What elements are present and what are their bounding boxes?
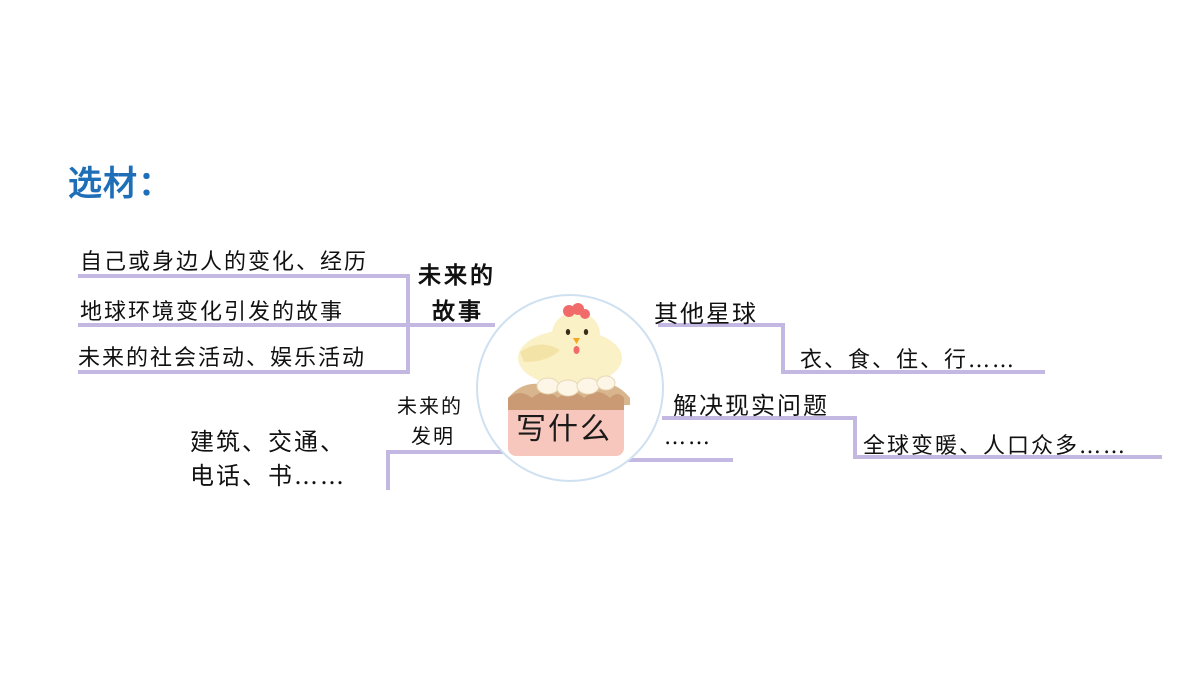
- invention-items-line2: 电话、书……: [190, 462, 346, 490]
- problem-label: 解决现实问题: [673, 392, 829, 420]
- more-label: ……: [664, 425, 712, 450]
- invention-label-line1: 未来的: [397, 394, 463, 418]
- invention-items-line1: 建筑、交通、: [190, 428, 346, 456]
- problem-line: [662, 416, 1162, 459]
- story-line-top: [78, 274, 410, 325]
- page-title: 选材：: [68, 164, 173, 204]
- planet-label: 其他星球: [654, 300, 758, 328]
- planet-detail: 衣、食、住、行……: [800, 348, 1017, 373]
- story-item-2: 地球环境变化引发的故事: [80, 300, 345, 325]
- problem-detail: 全球变暖、人口众多……: [863, 434, 1128, 459]
- invention-label-line2: 发明: [411, 424, 455, 448]
- center-topic-label: 写什么: [516, 412, 612, 447]
- story-item-1: 自己或身边人的变化、经历: [80, 250, 369, 275]
- story-item-3: 未来的社会活动、娱乐活动: [78, 346, 367, 371]
- invention-line: [386, 450, 505, 490]
- planet-line: [658, 323, 1045, 374]
- story-line-bottom: [78, 325, 410, 374]
- story-label-line1: 未来的: [418, 262, 496, 289]
- branch-lines: [78, 274, 1162, 490]
- chick-in-nest-icon: [508, 303, 630, 456]
- story-label-line2: 故事: [432, 298, 484, 325]
